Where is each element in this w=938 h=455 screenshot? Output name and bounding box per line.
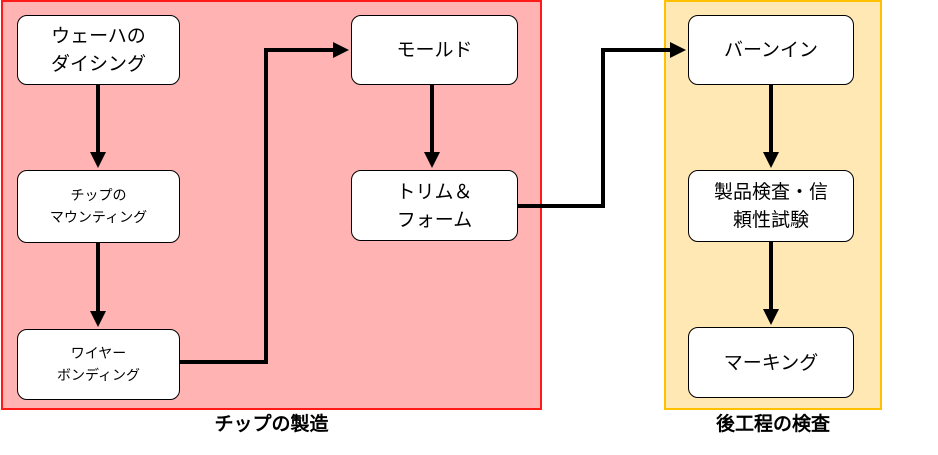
step-chip-mounting-label: チップの マウンティング — [49, 187, 148, 226]
step-mold-label: モールド — [396, 39, 473, 61]
chip-manufacturing-caption: チップの製造 — [214, 413, 329, 435]
arrow-trim-to-burn-in — [518, 42, 686, 208]
step-marking: マーキング — [688, 327, 854, 398]
step-product-test: 製品検査・信 頼性試験 — [688, 170, 854, 242]
step-wire-bonding: ワイヤー ボンディング — [17, 329, 180, 400]
step-chip-mounting: チップの マウンティング — [17, 170, 180, 243]
step-wafer-dicing: ウェーハの ダイシング — [17, 15, 180, 85]
step-product-test-label: 製品検査・信 頼性試験 — [713, 181, 828, 231]
step-mold: モールド — [351, 15, 518, 85]
step-trim-form: トリム＆ フォーム — [351, 170, 518, 241]
post-process-test-caption: 後工程の検査 — [715, 413, 830, 435]
step-burn-in: バーンイン — [688, 15, 854, 85]
step-wire-bonding-label: ワイヤー ボンディング — [56, 345, 141, 384]
arrow-bonding-to-mold — [180, 42, 349, 364]
step-trim-form-label: トリム＆ フォーム — [396, 180, 473, 231]
step-marking-label: マーキング — [723, 351, 819, 374]
step-burn-in-label: バーンイン — [723, 39, 819, 61]
step-wafer-dicing-label: ウェーハの ダイシング — [50, 25, 146, 75]
